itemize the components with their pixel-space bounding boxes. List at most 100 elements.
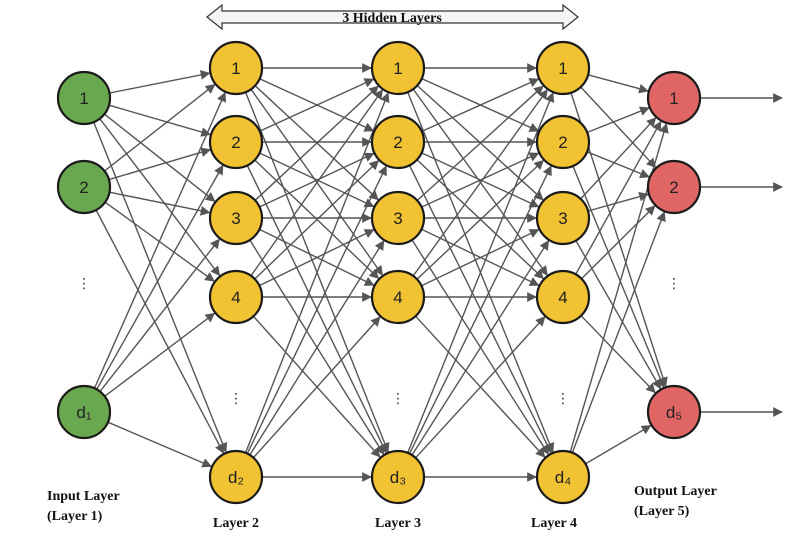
edge-input-0-to-layer2-3 (99, 118, 221, 277)
edge-layer2-4-to-layer3-0 (244, 92, 390, 454)
layer4-neuron-label: 3 (558, 209, 567, 228)
layer4-neuron-label: 2 (558, 133, 567, 152)
edge-layer4-2-to-output-0 (580, 117, 657, 200)
layer4-neuron-label: 4 (558, 288, 567, 307)
output-neuron-circle (646, 159, 702, 215)
edge-layer2-4-to-layer3-1 (246, 165, 387, 454)
edge-layer4-2-to-output-1 (587, 191, 649, 212)
layer4-neuron-circle (535, 269, 591, 325)
layer4-neuron-circle (535, 449, 591, 505)
layer2-neuron-circle (208, 40, 264, 96)
input-neuron-circle (56, 159, 112, 215)
layer4-neuron-2: 3 (535, 190, 591, 246)
edge-layer3-4-to-layer4-3 (415, 316, 546, 459)
layer2-neuron-label: 4 (231, 288, 240, 307)
input-ellipsis: ⋮ (77, 275, 91, 291)
output-label-line-0: Output Layer (634, 484, 717, 499)
layer3-neuron-circle (370, 449, 426, 505)
input-label-line-1: (Layer 1) (47, 509, 103, 524)
edge-layer2-2-to-layer3-0 (254, 85, 379, 201)
edge-layer3-3-to-layer4-2 (421, 229, 540, 287)
edge-input-2-to-layer2-1 (96, 164, 224, 390)
layer3-neuron-1: 2 (370, 114, 426, 170)
layer2-neuron-3: 4 (208, 269, 264, 325)
edge-input-1-to-layer2-2 (109, 191, 211, 216)
layer4-neuron-circle (535, 190, 591, 246)
edge-input-2-to-layer2-0 (93, 91, 227, 389)
layer2-neuron-circle (208, 114, 264, 170)
layer2-neuron-circle (208, 190, 264, 246)
edge-layer3-2-to-layer4-1 (421, 152, 540, 208)
input-neuron-label: 1 (79, 89, 88, 108)
edge-layer2-1-to-layer3-0 (259, 78, 375, 132)
output-neuron-label: 1 (669, 89, 678, 108)
edge-layer4-4-to-output-1 (571, 211, 666, 453)
edge-layer2-2-to-layer3-1 (259, 152, 375, 208)
edge-layer2-3-to-layer3-0 (250, 89, 383, 277)
output-label-line-1: (Layer 5) (634, 504, 690, 519)
connection-edges (93, 63, 669, 482)
layer2-neuron-5: d₂ (208, 449, 264, 505)
layer2-neuron-label: 1 (231, 59, 240, 78)
edge-input-0-to-layer2-4 (93, 121, 228, 453)
edge-input-1-to-layer2-1 (108, 147, 212, 181)
layer4-neuron-3: 4 (535, 269, 591, 325)
layer3-neuron-label: 3 (393, 209, 402, 228)
layer2-neuron-circle (208, 269, 264, 325)
input-neuron-circle (56, 70, 112, 126)
edge-layer4-2-to-output-2 (575, 240, 662, 390)
layer2-neuron-label: d₂ (228, 468, 244, 487)
edge-input-2-to-layer2-3 (104, 312, 216, 397)
layer3-neuron-circle (370, 190, 426, 246)
layer3-neuron-circle (370, 269, 426, 325)
edge-layer4-1-to-output-2 (572, 165, 665, 388)
input-neuron-0: 1 (56, 70, 112, 126)
layer2-neuron-label: 3 (231, 209, 240, 228)
layer4-neuron-5: d₄ (535, 449, 591, 505)
layer3-neuron-circle (370, 114, 426, 170)
edge-layer4-3-to-output-1 (581, 205, 656, 280)
output-neuron-circle (646, 384, 702, 440)
edge-input-0-to-layer2-0 (109, 70, 211, 94)
layer4-neuron-0: 1 (535, 40, 591, 96)
layer3-neuron-circle (370, 40, 426, 96)
layer3-ellipsis: ⋮ (391, 390, 405, 406)
layer2-ellipsis: ⋮ (229, 390, 243, 406)
layer2-neuron-0: 1 (208, 40, 264, 96)
input-neuron-1: 2 (56, 159, 112, 215)
layer3-label-line-0: Layer 3 (375, 516, 421, 531)
hidden-layers-title: 3 Hidden Layers (342, 11, 442, 26)
input-neuron-label: 2 (79, 178, 88, 197)
edge-layer4-3-to-output-2 (580, 315, 656, 394)
edge-input-1-to-layer2-0 (104, 83, 216, 172)
output-arrows (700, 93, 783, 417)
output-ellipsis: ⋮ (667, 275, 681, 291)
edge-layer3-4-to-layer4-0 (407, 92, 555, 454)
layer3-neuron-label: d₃ (390, 468, 406, 487)
output-neuron-label: 2 (669, 178, 678, 197)
edge-input-0-to-layer2-2 (103, 113, 216, 202)
edge-layer4-3-to-output-0 (575, 120, 662, 275)
hidden-layers-span-arrow: 3 Hidden Layers (206, 3, 579, 31)
edge-layer4-0-to-output-0 (587, 74, 649, 94)
edge-layer3-3-to-layer4-0 (412, 89, 548, 277)
layer2-neuron-1: 2 (208, 114, 264, 170)
layer2-neuron-2: 3 (208, 190, 264, 246)
edge-input-2-to-layer2-4 (107, 421, 213, 468)
output-neuron-circle (646, 70, 702, 126)
edge-layer2-4-to-layer3-2 (249, 240, 385, 456)
input-neuron-circle (56, 384, 112, 440)
layer2-neuron-label: 2 (231, 133, 240, 152)
output-neuron-label: d₅ (666, 403, 682, 422)
layer2-neuron-circle (208, 449, 264, 505)
edge-layer3-3-to-layer4-1 (416, 159, 545, 280)
input-neuron-3: d₁ (56, 384, 112, 440)
edge-layer3-4-to-layer4-1 (408, 165, 552, 455)
layer3-neuron-3: 4 (370, 269, 426, 325)
layer3-neuron-0: 1 (370, 40, 426, 96)
edge-layer4-1-to-output-1 (586, 151, 650, 179)
edge-layer2-3-to-layer3-1 (254, 160, 380, 280)
layer3-neuron-2: 3 (370, 190, 426, 246)
